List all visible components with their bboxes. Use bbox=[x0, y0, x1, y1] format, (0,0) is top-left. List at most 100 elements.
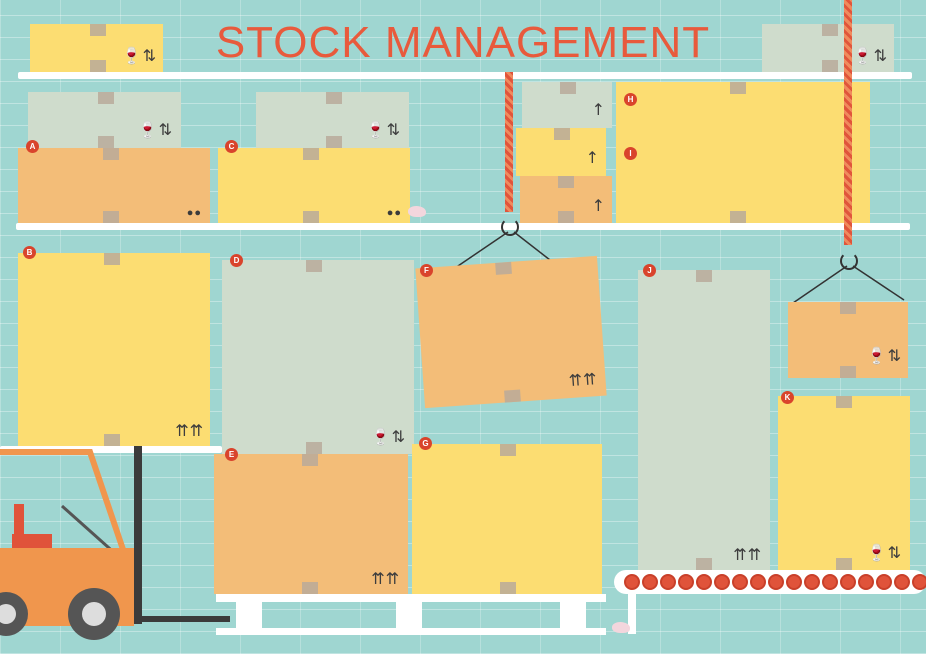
this-way-up-arrows-icon: ⇈⇈ bbox=[175, 421, 204, 440]
box-b[interactable]: ⇈⇈ bbox=[18, 253, 210, 446]
tape-top bbox=[326, 92, 342, 104]
second-shelf bbox=[16, 223, 910, 230]
box-grey-a-top[interactable]: 🍷⇅ bbox=[28, 92, 181, 148]
page-title: STOCK MANAGEMENT bbox=[215, 18, 711, 67]
box-c[interactable]: ●● bbox=[218, 148, 410, 223]
label-badge-e: E bbox=[225, 448, 238, 461]
conveyor-roller-icon bbox=[714, 574, 730, 590]
fragile-glass-icon: 🍷⇅ bbox=[121, 46, 157, 65]
fragile-glass-icon: 🍷⇅ bbox=[852, 46, 888, 65]
this-way-up-arrows-icon: ↑ bbox=[585, 148, 600, 167]
conveyor-roller-icon bbox=[732, 574, 748, 590]
fragile-glass-icon: 🍷⇅ bbox=[365, 120, 401, 139]
tape-bottom bbox=[730, 211, 746, 223]
label-badge-k: K bbox=[781, 391, 794, 404]
box-f-hanging[interactable]: ⇈⇈ bbox=[415, 255, 607, 409]
tape-top bbox=[822, 24, 838, 36]
fragile-glass-icon: 🍷⇅ bbox=[866, 346, 902, 365]
conveyor-roller-icon bbox=[786, 574, 802, 590]
box-h-i[interactable] bbox=[616, 82, 870, 223]
label-badge-b: B bbox=[23, 246, 36, 259]
tape-bottom bbox=[822, 60, 838, 72]
pallet-block bbox=[236, 602, 262, 628]
conveyor-roller-icon bbox=[894, 574, 910, 590]
pallet-block bbox=[560, 602, 586, 628]
conveyor-roller-icon bbox=[624, 574, 640, 590]
tape-bottom bbox=[696, 558, 712, 570]
pallet-bottom-board bbox=[216, 628, 606, 635]
conveyor-leg bbox=[628, 594, 636, 634]
box-stack-top[interactable]: ↑ bbox=[522, 82, 612, 128]
box-top-left[interactable]: 🍷⇅ bbox=[30, 24, 163, 72]
tape-bottom bbox=[302, 582, 318, 594]
this-way-up-arrows-icon: ⇈⇈ bbox=[371, 569, 400, 588]
tape-top bbox=[90, 24, 106, 36]
top-shelf bbox=[18, 72, 912, 79]
lower-left-shelf bbox=[0, 446, 222, 453]
mouse-icon bbox=[408, 206, 426, 217]
hook-icon bbox=[501, 218, 519, 236]
tape-top bbox=[98, 92, 114, 104]
conveyor-roller-icon bbox=[678, 574, 694, 590]
conveyor-roller-icon bbox=[750, 574, 766, 590]
this-way-up-arrows-icon: ↑ bbox=[591, 100, 606, 119]
conveyor-roller-icon bbox=[660, 574, 676, 590]
tape-bottom bbox=[836, 558, 852, 570]
box-j[interactable]: ⇈⇈ bbox=[638, 270, 770, 570]
tape-bottom bbox=[840, 366, 856, 378]
hand-holes-icon: ●● bbox=[386, 207, 402, 219]
conveyor-roller-icon bbox=[822, 574, 838, 590]
conveyor-roller-icon bbox=[696, 574, 712, 590]
rope-left bbox=[505, 72, 513, 212]
label-badge-f: F bbox=[420, 264, 433, 277]
box-stack-bottom[interactable]: ↑ bbox=[520, 176, 612, 223]
tape-top bbox=[696, 270, 712, 282]
box-top-right[interactable]: 🍷⇅ bbox=[762, 24, 894, 72]
tape-bottom bbox=[303, 211, 319, 223]
tape-bottom bbox=[306, 442, 322, 454]
box-grey-c-top[interactable]: 🍷⇅ bbox=[256, 92, 409, 148]
box-k[interactable]: 🍷⇅ bbox=[778, 396, 910, 570]
tape-top bbox=[730, 82, 746, 94]
fragile-glass-icon: 🍷⇅ bbox=[370, 427, 406, 446]
tape-bottom bbox=[504, 389, 521, 403]
tape-bottom bbox=[90, 60, 106, 72]
fragile-glass-icon: 🍷⇅ bbox=[137, 120, 173, 139]
box-a[interactable]: ●● bbox=[18, 148, 210, 223]
pallet-top-board bbox=[216, 594, 606, 602]
label-badge-d: D bbox=[230, 254, 243, 267]
tape-bottom bbox=[103, 211, 119, 223]
conveyor-roller-icon bbox=[768, 574, 784, 590]
this-way-up-arrows-icon: ⇈⇈ bbox=[568, 369, 599, 391]
fragile-glass-icon: 🍷⇅ bbox=[866, 543, 902, 562]
label-badge-j: J bbox=[643, 264, 656, 277]
box-e[interactable]: ⇈⇈ bbox=[214, 454, 408, 594]
tape-bottom bbox=[104, 434, 120, 446]
conveyor-roller-icon bbox=[840, 574, 856, 590]
conveyor-roller-icon bbox=[642, 574, 658, 590]
label-badge-c: C bbox=[225, 140, 238, 153]
box-hanging-right[interactable]: 🍷⇅ bbox=[788, 302, 908, 378]
box-stack-mid[interactable]: ↑ bbox=[516, 128, 606, 176]
tape-bottom bbox=[326, 136, 342, 148]
box-d[interactable]: 🍷⇅ bbox=[222, 260, 414, 454]
forklift-icon bbox=[0, 446, 230, 640]
conveyor-roller-icon bbox=[858, 574, 874, 590]
tape-top bbox=[104, 253, 120, 265]
tape-top bbox=[103, 148, 119, 160]
box-g[interactable] bbox=[412, 444, 602, 594]
tape-top bbox=[840, 302, 856, 314]
tape-top bbox=[554, 128, 570, 140]
tape-bottom bbox=[500, 582, 516, 594]
conveyor-roller-icon bbox=[804, 574, 820, 590]
tape-top bbox=[306, 260, 322, 272]
label-badge-i: I bbox=[624, 147, 637, 160]
tape-top bbox=[560, 82, 576, 94]
label-badge-a: A bbox=[26, 140, 39, 153]
conveyor-roller-icon bbox=[876, 574, 892, 590]
label-badge-g: G bbox=[419, 437, 432, 450]
tape-top bbox=[836, 396, 852, 408]
conveyor-roller-icon bbox=[912, 574, 926, 590]
mouse-icon bbox=[612, 622, 630, 633]
